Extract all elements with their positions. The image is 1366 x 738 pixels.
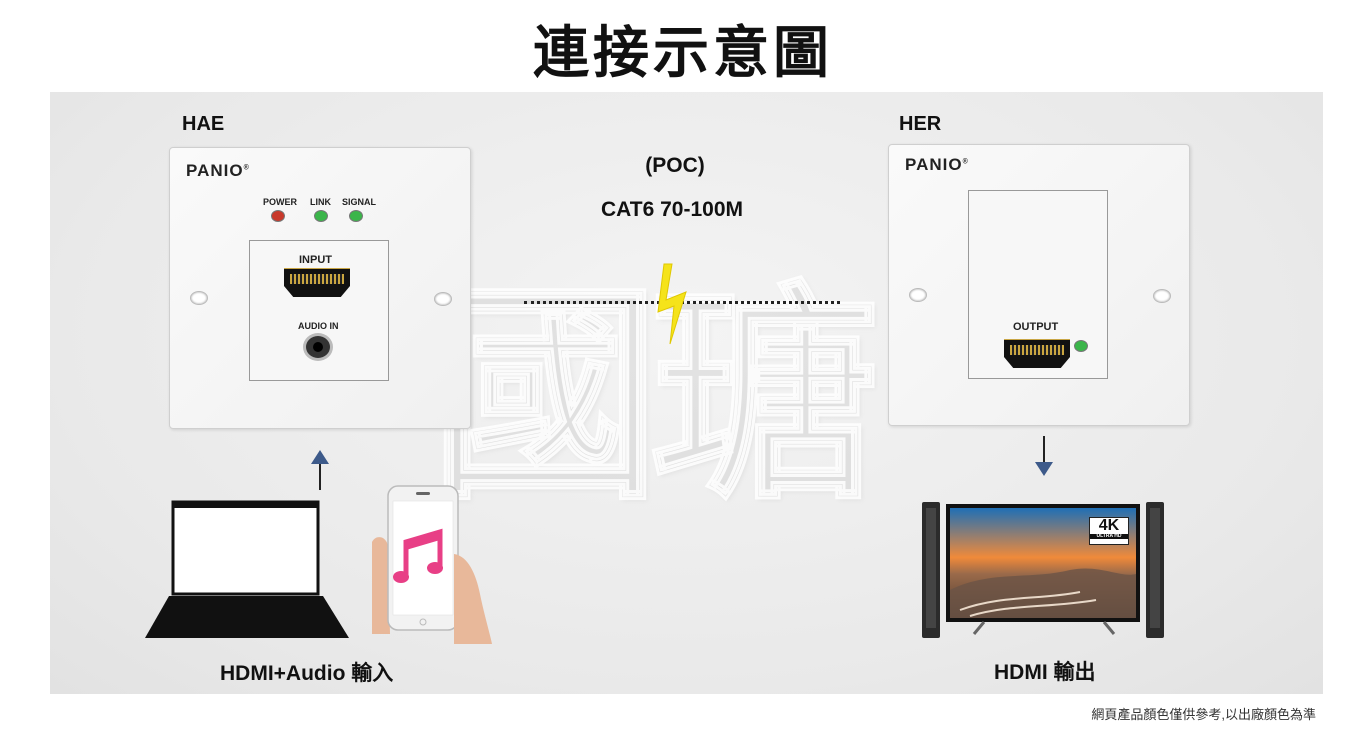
left-device-label: HAE: [182, 113, 225, 135]
tv-with-speakers-icon: [922, 502, 1164, 638]
screw-icon: [190, 291, 208, 305]
led-label-link: LINK: [310, 197, 331, 207]
hae-brand-logo: PANIO®: [186, 161, 250, 180]
audio-jack-icon: [303, 333, 333, 361]
power-led-icon: [271, 210, 285, 222]
page-title: 連接示意圖: [533, 21, 833, 86]
smartphone-music-icon: [372, 485, 492, 644]
hdmi-port-icon: [284, 268, 350, 297]
screw-icon: [434, 292, 452, 306]
badge-main-text: 4K: [1098, 517, 1120, 534]
audio-port-label: AUDIO IN: [298, 321, 339, 331]
cable-label: CAT6 70-100M: [601, 198, 743, 221]
led-label-signal: SIGNAL: [342, 197, 377, 207]
right-device-label: HER: [899, 113, 942, 135]
input-caption: HDMI+Audio 輸入: [220, 662, 394, 685]
hdmi-port-icon: [1004, 339, 1070, 368]
link-led-icon: [314, 210, 328, 222]
input-port-label: INPUT: [299, 254, 332, 266]
output-caption: HDMI 輸出: [994, 661, 1096, 684]
her-brand-logo: PANIO®: [905, 155, 969, 174]
led-label-power: POWER: [263, 197, 298, 207]
arrow-down-icon: [1035, 436, 1053, 476]
output-led-icon: [1074, 340, 1088, 352]
screw-icon: [1153, 289, 1171, 303]
poc-label: (POC): [645, 154, 705, 177]
output-port-label: OUTPUT: [1013, 321, 1059, 333]
footnote-text: 網頁產品顏色僅供參考,以出廠顏色為準: [1091, 707, 1316, 722]
arrow-up-icon: [311, 450, 329, 490]
4k-ultra-hd-badge: 4K ULTRA HD: [1089, 517, 1129, 545]
badge-sub-text: ULTRA HD: [1090, 534, 1128, 539]
watermark-text: 國瑭: [428, 263, 881, 533]
signal-led-icon: [349, 210, 363, 222]
screw-icon: [909, 288, 927, 302]
laptop-icon: [145, 500, 349, 638]
lightning-icon: [657, 263, 687, 345]
